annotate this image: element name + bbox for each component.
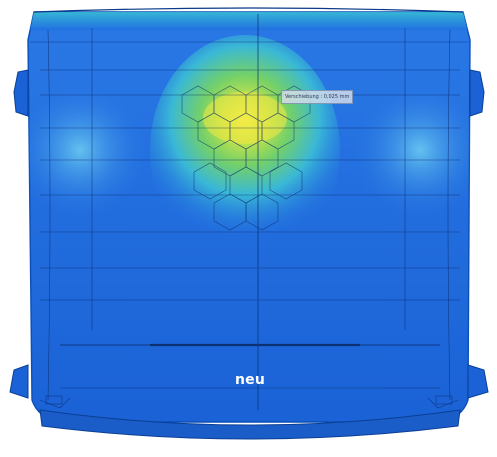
variant-label: neu [234,372,266,388]
displacement-contours [28,12,470,308]
top-edge [33,7,464,13]
result-annotation: Verschiebung : 0,025 mm [281,90,354,104]
mesh-lines [30,14,468,410]
